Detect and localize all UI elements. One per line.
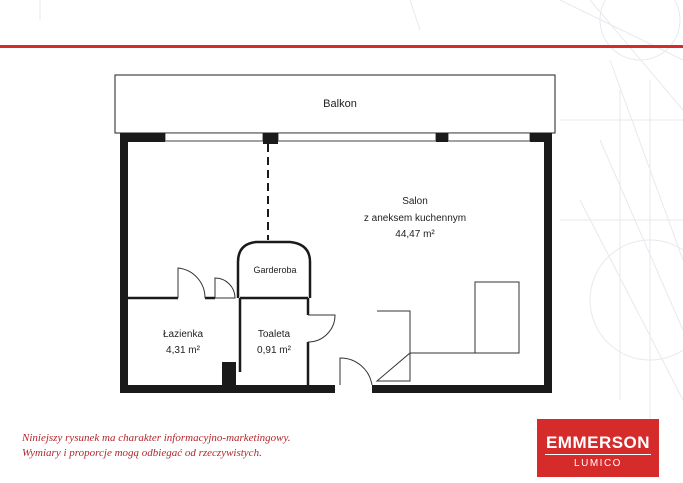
kitchen-counter-outline: [377, 281, 520, 354]
windows: [164, 132, 531, 142]
balcony-area: [114, 74, 556, 134]
logo-divider: [545, 454, 651, 455]
disclaimer-line-1: Niniejszy rysunek ma charakter informacy…: [22, 432, 291, 444]
toilet-label: Toaleta: [257, 329, 291, 340]
toilet-area: 0,91 m²: [257, 345, 291, 356]
doors: [177, 267, 373, 386]
bathroom-label: Łazienka: [162, 329, 204, 340]
background-sketch: [39, 0, 683, 420]
living-room-label: Salon: [402, 196, 428, 207]
interior-walls: [128, 240, 312, 385]
logo-brand-text: EMMERSON: [545, 433, 651, 452]
balcony-label: Balkon: [323, 98, 357, 110]
wardrobe-label: Garderoba: [253, 265, 297, 275]
logo-sub-text: LUMICO: [574, 458, 622, 469]
header-red-line: [0, 45, 683, 48]
exterior-walls: [120, 133, 552, 393]
living-room-area: 44,47 m²: [395, 229, 435, 240]
emmerson-logo: EMMERSON LUMICO: [537, 419, 659, 477]
kitchen-counter: [375, 281, 520, 382]
disclaimer-line-2: Wymiary i proporcje mogą odbiegać od rze…: [22, 447, 262, 459]
living-room-subtitle: z aneksem kuchennym: [363, 213, 467, 224]
bathroom-area: 4,31 m²: [166, 345, 200, 356]
